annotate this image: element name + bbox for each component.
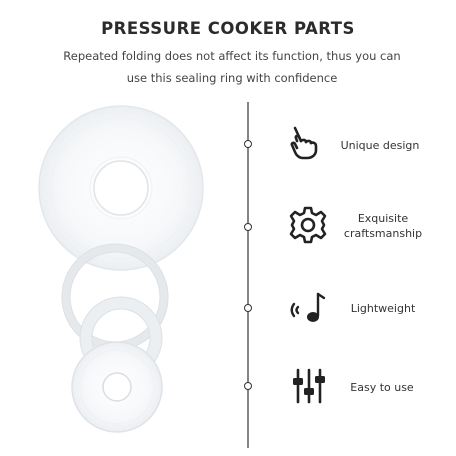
- small-washer-ring: [71, 341, 163, 433]
- music-note-icon: [290, 292, 326, 322]
- timeline-dot: [244, 140, 252, 148]
- timeline-dot: [244, 304, 252, 312]
- gear-icon: [289, 206, 327, 244]
- feature-label-line: craftsmanship: [343, 227, 423, 240]
- feature-label-lightweight: Lightweight: [350, 302, 416, 315]
- sliders-icon: [293, 368, 325, 404]
- feature-label-unique-design: Unique design: [340, 139, 420, 152]
- feature-label-easy-to-use: Easy to use: [350, 381, 414, 394]
- hand-pointer-icon: [290, 126, 318, 160]
- feature-label-line: Exquisite: [357, 212, 409, 225]
- page-subtitle: Repeated folding does not affect its fun…: [63, 49, 401, 85]
- large-washer-ring: [38, 105, 204, 271]
- feature-label-craftsmanship: Exquisite craftsmanship: [336, 211, 430, 241]
- page-title: PRESSURE COOKER PARTS: [101, 19, 355, 38]
- timeline-dot: [244, 382, 252, 390]
- timeline-dot: [244, 223, 252, 231]
